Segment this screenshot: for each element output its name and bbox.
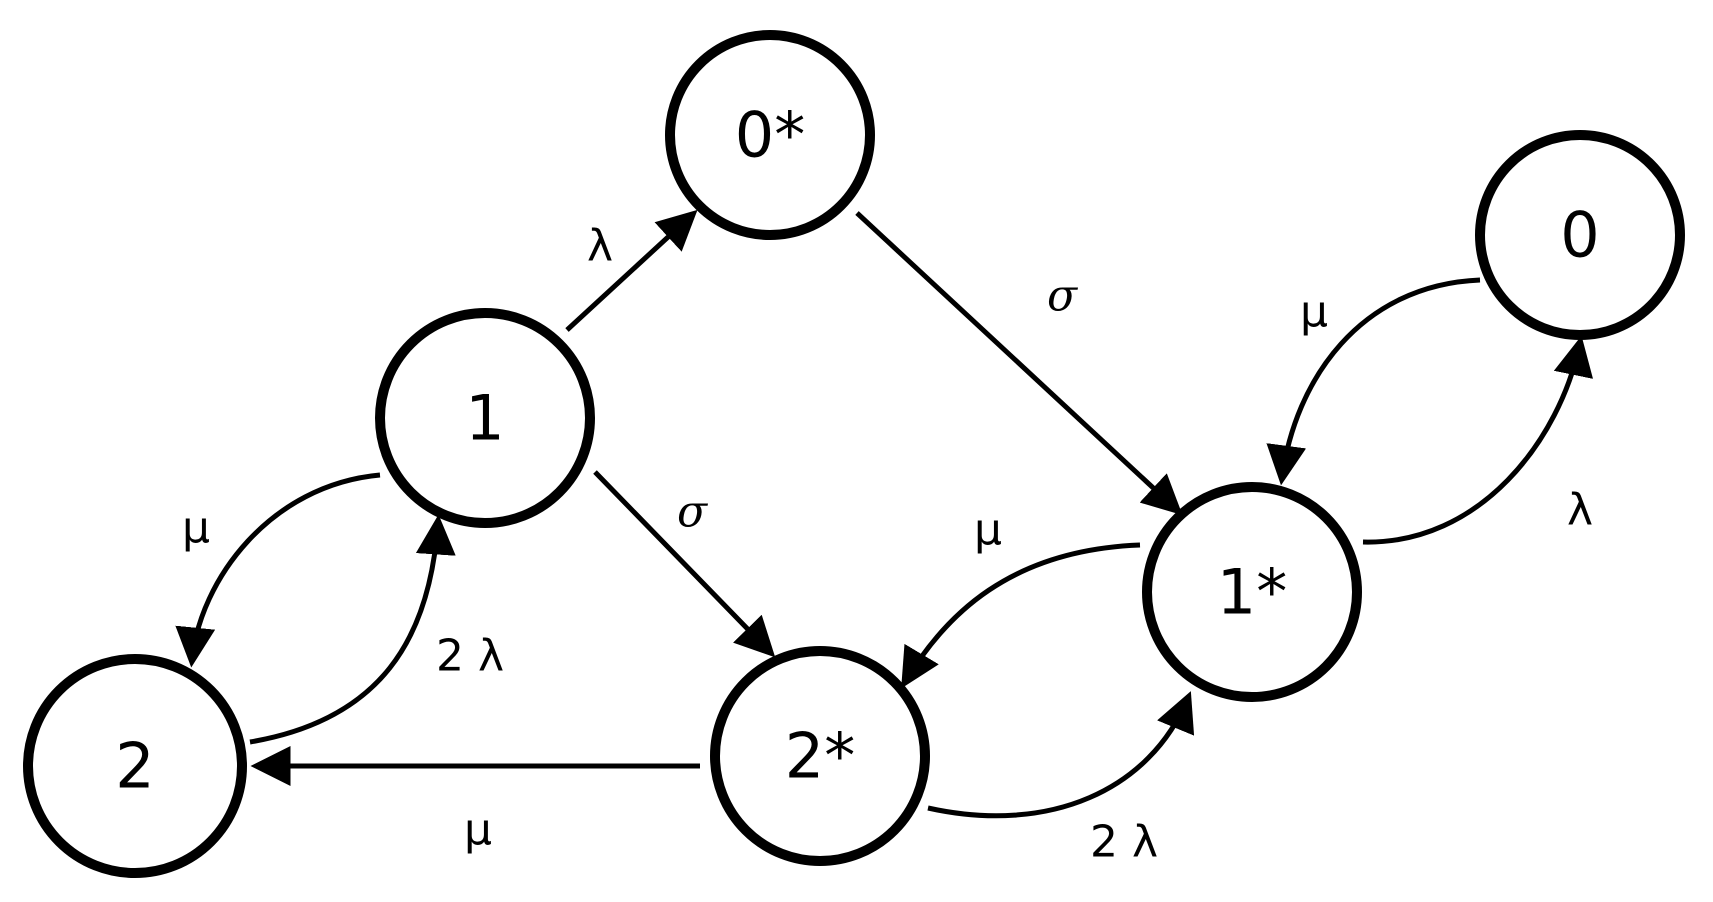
edge-label-2star-to-2: μ xyxy=(464,805,492,856)
node-label-1star: 1* xyxy=(1217,556,1287,629)
edge-label-0-to-1star: μ xyxy=(1300,287,1328,338)
edge-2star-to-1star xyxy=(927,691,1195,819)
edge-2-to-1 xyxy=(249,514,456,745)
edge-0star-to-1star xyxy=(855,211,1183,516)
node-1: 1 xyxy=(375,308,595,528)
edge-label-1star-to-2star: μ xyxy=(974,505,1002,556)
node-label-0: 0 xyxy=(1560,199,1599,272)
edge-label-1-to-0star: λ xyxy=(587,221,613,272)
node-1star: 1* xyxy=(1142,482,1362,702)
node-label-0star: 0* xyxy=(735,99,805,172)
node-2star: 2* xyxy=(710,646,930,866)
edge-1star-to-0 xyxy=(1362,335,1594,545)
node-0: 0 xyxy=(1475,130,1685,340)
node-label-2: 2 xyxy=(115,730,154,803)
node-2: 2 xyxy=(23,654,247,878)
edge-label-1star-to-0: λ xyxy=(1567,485,1593,536)
edge-1-to-2 xyxy=(175,472,381,668)
node-0star: 0* xyxy=(665,30,875,240)
edge-label-1-to-2: μ xyxy=(182,503,210,554)
edge-0-to-1star xyxy=(1266,277,1481,486)
node-label-2star: 2* xyxy=(785,720,855,793)
node-label-1: 1 xyxy=(465,382,504,455)
edge-1star-to-2star xyxy=(901,542,1141,689)
edge-label-1-to-2star: σ xyxy=(677,487,709,538)
edge-label-0star-to-1star: σ xyxy=(1047,271,1079,322)
edge-1-to-0star xyxy=(565,209,698,332)
edge-label-2-to-1: 2 λ xyxy=(436,631,504,682)
edge-1-to-2star xyxy=(593,470,776,658)
edge-label-2star-to-1star: 2 λ xyxy=(1090,817,1158,868)
